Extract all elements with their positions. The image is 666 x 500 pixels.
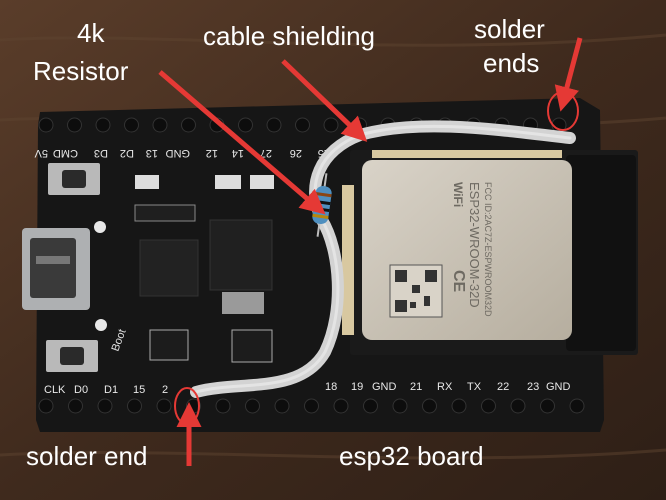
pin-label: 21 [410,381,422,393]
esp32-board: 5V CMD D3 D2 13 GND 12 14 27 26 25 CLK D… [22,98,638,432]
transistor [149,329,189,361]
header-pin [304,398,319,414]
module-model: ESP32-WROOM-32D [467,182,482,308]
pin-label: GND [166,147,191,159]
qr-code-icon [389,264,443,318]
header-pin [266,117,282,133]
fcc-id: FCC ID:2AC7Z-ESPWROOM32D [483,182,493,317]
header-pin [152,117,168,133]
pin-label: D0 [74,384,88,396]
regulator-tab [222,292,264,314]
header-pin [238,117,253,133]
solder-ends-label: ends [483,48,539,78]
solder-end-label: solder end [26,441,147,471]
pin-label: 18 [325,381,337,393]
header-pin [95,117,111,133]
header-pin [392,398,408,414]
annotation-labels: 4k Resistor cable shielding solder ends … [26,14,545,471]
header-pin [97,398,113,414]
header-pin [67,117,82,133]
header-pin [156,398,172,414]
pin-label: 22 [497,381,509,393]
esp32-wroom-module: WiFi ESP32-WROOM-32D CE FCC ID:2AC7Z-ESP… [342,150,638,355]
header-pin [422,398,437,414]
header-pin [127,398,142,414]
arrow [554,37,583,112]
solder-ends-label: solder [474,14,545,44]
ce-mark-icon: CE [450,270,467,293]
smd-component [134,204,196,222]
pin-label: GND [372,381,397,393]
header-pin [363,398,378,414]
header-pin [215,398,231,414]
smd-component [250,175,274,189]
header-pin [38,398,54,414]
boot-button [46,340,98,372]
header-pin [323,117,339,133]
header-pin [481,398,496,414]
en-button [48,163,100,195]
pin-label: GND [546,381,571,393]
header-pin [569,398,585,414]
bottom-header-pins [38,398,585,414]
header-pin [333,398,349,414]
pin-label: D2 [120,147,134,159]
pin-label: 12 [206,147,218,159]
voltage-regulator [209,219,273,291]
module-castellated-pads [342,150,562,335]
header-pin [295,117,310,133]
usb-uart-chip [139,239,199,297]
antenna-area [566,155,636,351]
pin-label: 19 [351,381,363,393]
transistor [231,329,273,363]
pin-label: 13 [146,147,158,159]
pin-label: RX [437,381,453,393]
header-pin [245,398,260,414]
smd-component [135,175,159,189]
board-label: esp32 board [339,441,484,471]
bottom-pin-labels: CLK D0 D1 15 2 18 19 GND 21 RX TX 22 23 … [44,381,571,396]
pin-label: TX [467,381,482,393]
smd-component [215,175,241,189]
micro-usb-port [22,228,90,310]
pin-label: 27 [260,147,272,159]
wifi-logo-icon: WiFi [451,182,465,207]
pin-label: 14 [232,147,244,159]
header-pin [274,398,290,414]
via [94,221,106,233]
header-pin [124,117,139,133]
header-pin [540,398,555,414]
pin-label: 26 [290,147,302,159]
header-pin [181,117,196,133]
pin-label: CMD [53,147,78,159]
header-pin [510,398,526,414]
pin-label: CLK [44,384,66,396]
arrow [158,70,326,215]
resistor-label: 4k [77,18,105,48]
header-pin [68,398,83,414]
shielding-label: cable shielding [203,21,375,51]
pin-label: D1 [104,384,118,396]
pin-label: 5V [34,147,48,159]
pin-label: 15 [133,384,145,396]
pin-label: 2 [162,384,168,396]
header-pin [451,398,467,414]
header-pin [38,117,54,133]
pin-label: D3 [94,147,108,159]
via [95,319,107,331]
resistor-label: Resistor [33,56,129,86]
pin-label: 23 [527,381,539,393]
arrow [281,59,368,142]
